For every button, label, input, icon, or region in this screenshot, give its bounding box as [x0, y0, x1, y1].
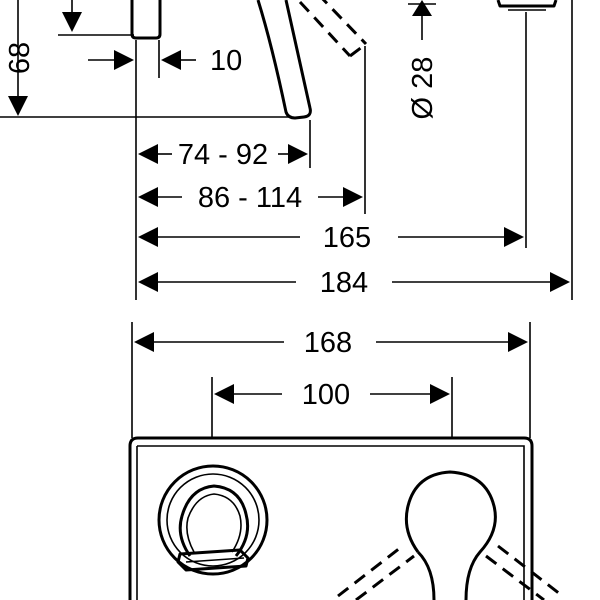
dim-offset-10: 10 — [88, 40, 242, 300]
dim-width-168: 168 — [131, 322, 531, 438]
dim-depth-165: 165 — [138, 12, 527, 254]
dim-depth-184: 184 — [138, 0, 573, 300]
cover-plate-front — [128, 436, 534, 600]
spout-front — [404, 470, 497, 600]
dim-label-10: 10 — [210, 45, 242, 77]
dim-height-68: 68 — [0, 0, 290, 118]
spout-front-dashed — [337, 544, 561, 600]
dim-label-86-114: 86 - 114 — [198, 182, 302, 214]
dim-label-74-92: 74 - 92 — [178, 139, 268, 171]
spout-extended-dashed — [298, 0, 368, 58]
dim-spout-86-114: 86 - 114 — [138, 46, 366, 214]
dim-top-arrow — [58, 0, 134, 36]
dim-label-100: 100 — [302, 379, 350, 411]
dim-diameter-28: Ø 28 — [407, 0, 439, 119]
dim-label-168: 168 — [304, 327, 352, 359]
dim-label-184: 184 — [320, 267, 368, 299]
dim-label-165: 165 — [323, 222, 371, 254]
dim-label-diameter-28: Ø 28 — [407, 57, 439, 120]
handle-front — [157, 464, 269, 576]
side-view: 68 10 74 - 92 — [0, 0, 573, 300]
dim-label-68: 68 — [4, 42, 36, 74]
dim-spacing-100: 100 — [211, 377, 453, 438]
handle-side — [496, 0, 558, 8]
base-plate-side — [130, 0, 162, 40]
front-view: 168 100 — [128, 322, 561, 600]
dim-spout-74-92: 74 - 92 — [138, 120, 311, 171]
spout-side — [256, 0, 312, 120]
